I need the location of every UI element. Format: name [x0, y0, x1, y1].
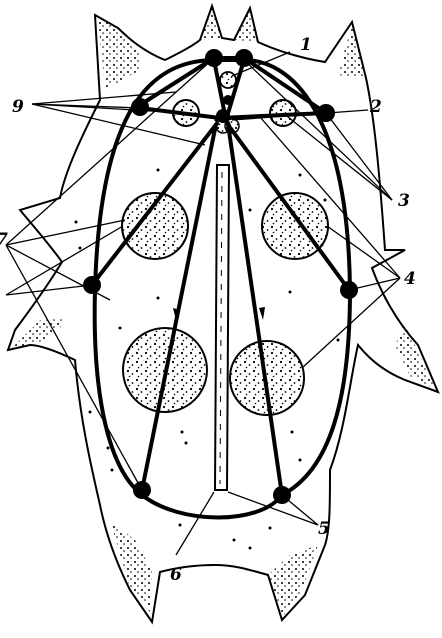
label-3: 3: [398, 191, 410, 211]
label-4: 4: [404, 269, 416, 289]
label-6: 6: [170, 565, 182, 585]
spine-texture: [200, 8, 222, 40]
label-2: 2: [369, 97, 382, 117]
label-9: 9: [12, 97, 24, 117]
central-rod: [215, 165, 229, 490]
sensory-organ: [220, 72, 236, 88]
label-1: 1: [300, 35, 312, 55]
label-5: 5: [318, 519, 330, 539]
label-7: 7: [0, 230, 8, 250]
